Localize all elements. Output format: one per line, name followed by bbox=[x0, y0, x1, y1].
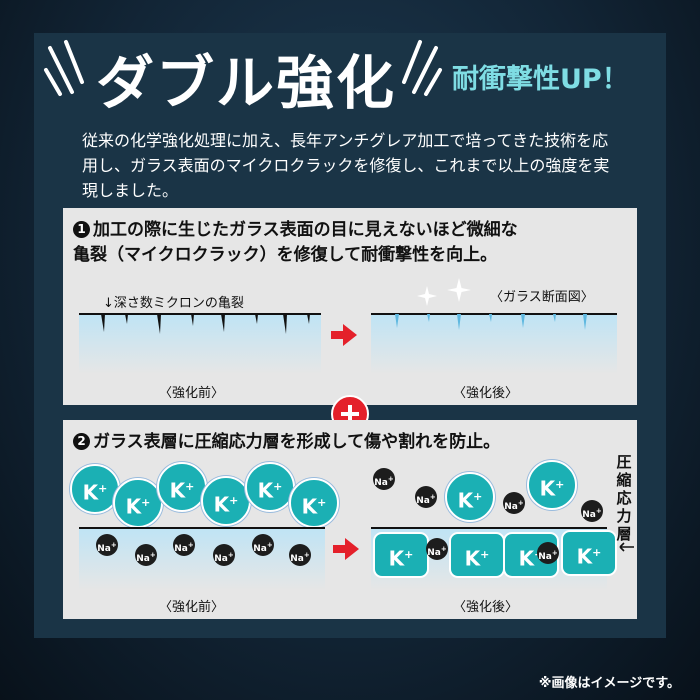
na-ion: Na+ bbox=[213, 544, 235, 566]
na-ion: Na+ bbox=[581, 500, 603, 522]
panel1-after-label: 〈強化後〉 bbox=[453, 386, 519, 401]
na-ion: Na+ bbox=[96, 534, 118, 556]
na-ion: Na+ bbox=[252, 534, 274, 556]
panel2-number-badge: 2 bbox=[73, 433, 90, 450]
k-ion: K+ bbox=[245, 462, 295, 512]
sparkle-left-icon bbox=[44, 40, 84, 96]
arrow-left-icon bbox=[619, 542, 634, 552]
k-ion: K+ bbox=[113, 478, 163, 528]
page-subtitle: 耐衝撃性UP！ bbox=[452, 64, 629, 95]
na-ion: Na+ bbox=[503, 492, 525, 514]
image-disclaimer: ※画像はイメージです。 bbox=[538, 676, 680, 691]
na-ion: Na+ bbox=[426, 538, 448, 560]
glass-before-ion-illustration bbox=[79, 527, 325, 590]
compressive-layer-label: 圧縮応力層 bbox=[616, 453, 632, 543]
description-text: 従来の化学強化処理に加え、長年アンチグレア加工で培ってきた技術を応用し、ガラス表… bbox=[82, 131, 610, 200]
glass-section-label: 〈ガラス断面図〉 bbox=[490, 290, 594, 305]
na-ion: Na+ bbox=[373, 468, 395, 490]
k-ion: K+ bbox=[70, 464, 120, 514]
k-ion: K+ bbox=[201, 476, 251, 526]
page-title: ダブル強化 bbox=[96, 49, 397, 117]
panel1-title-line2: 亀裂（マイクロクラック）を修復して耐衝撃性を向上。 bbox=[73, 245, 498, 265]
panel2-title-text: ガラス表層に圧縮応力層を形成して傷や割れを防止。 bbox=[93, 432, 501, 452]
arrow-right-icon bbox=[333, 538, 359, 560]
k-ion-block: K+ bbox=[449, 532, 505, 578]
k-ion-block: K+ bbox=[373, 532, 429, 578]
crack-depth-label: ↓深さ数ミクロンの亀裂 bbox=[103, 296, 244, 311]
na-ion: Na+ bbox=[289, 544, 311, 566]
sparkle-icon bbox=[417, 278, 471, 306]
na-ion: Na+ bbox=[173, 534, 195, 556]
k-ion: K+ bbox=[445, 472, 495, 522]
na-ion: Na+ bbox=[537, 542, 559, 564]
na-ion: Na+ bbox=[415, 486, 437, 508]
glass-after-illustration bbox=[371, 313, 617, 374]
glass-before-illustration bbox=[79, 313, 321, 374]
k-ion: K+ bbox=[289, 478, 339, 528]
panel2-after-label: 〈強化後〉 bbox=[453, 600, 519, 615]
arrow-right-icon bbox=[331, 324, 357, 346]
panel1-before-label: 〈強化前〉 bbox=[159, 386, 225, 401]
panel1-title-line1: 加工の際に生じたガラス表面の目に見えないほど微細な bbox=[93, 220, 518, 240]
na-ion: Na+ bbox=[135, 544, 157, 566]
k-ion-block: K+ bbox=[561, 530, 617, 576]
panel1-number-badge: 1 bbox=[73, 221, 90, 238]
k-ion: K+ bbox=[527, 460, 577, 510]
sparkle-right-icon bbox=[402, 40, 442, 96]
panel2-before-label: 〈強化前〉 bbox=[159, 600, 225, 615]
k-ion: K+ bbox=[157, 462, 207, 512]
